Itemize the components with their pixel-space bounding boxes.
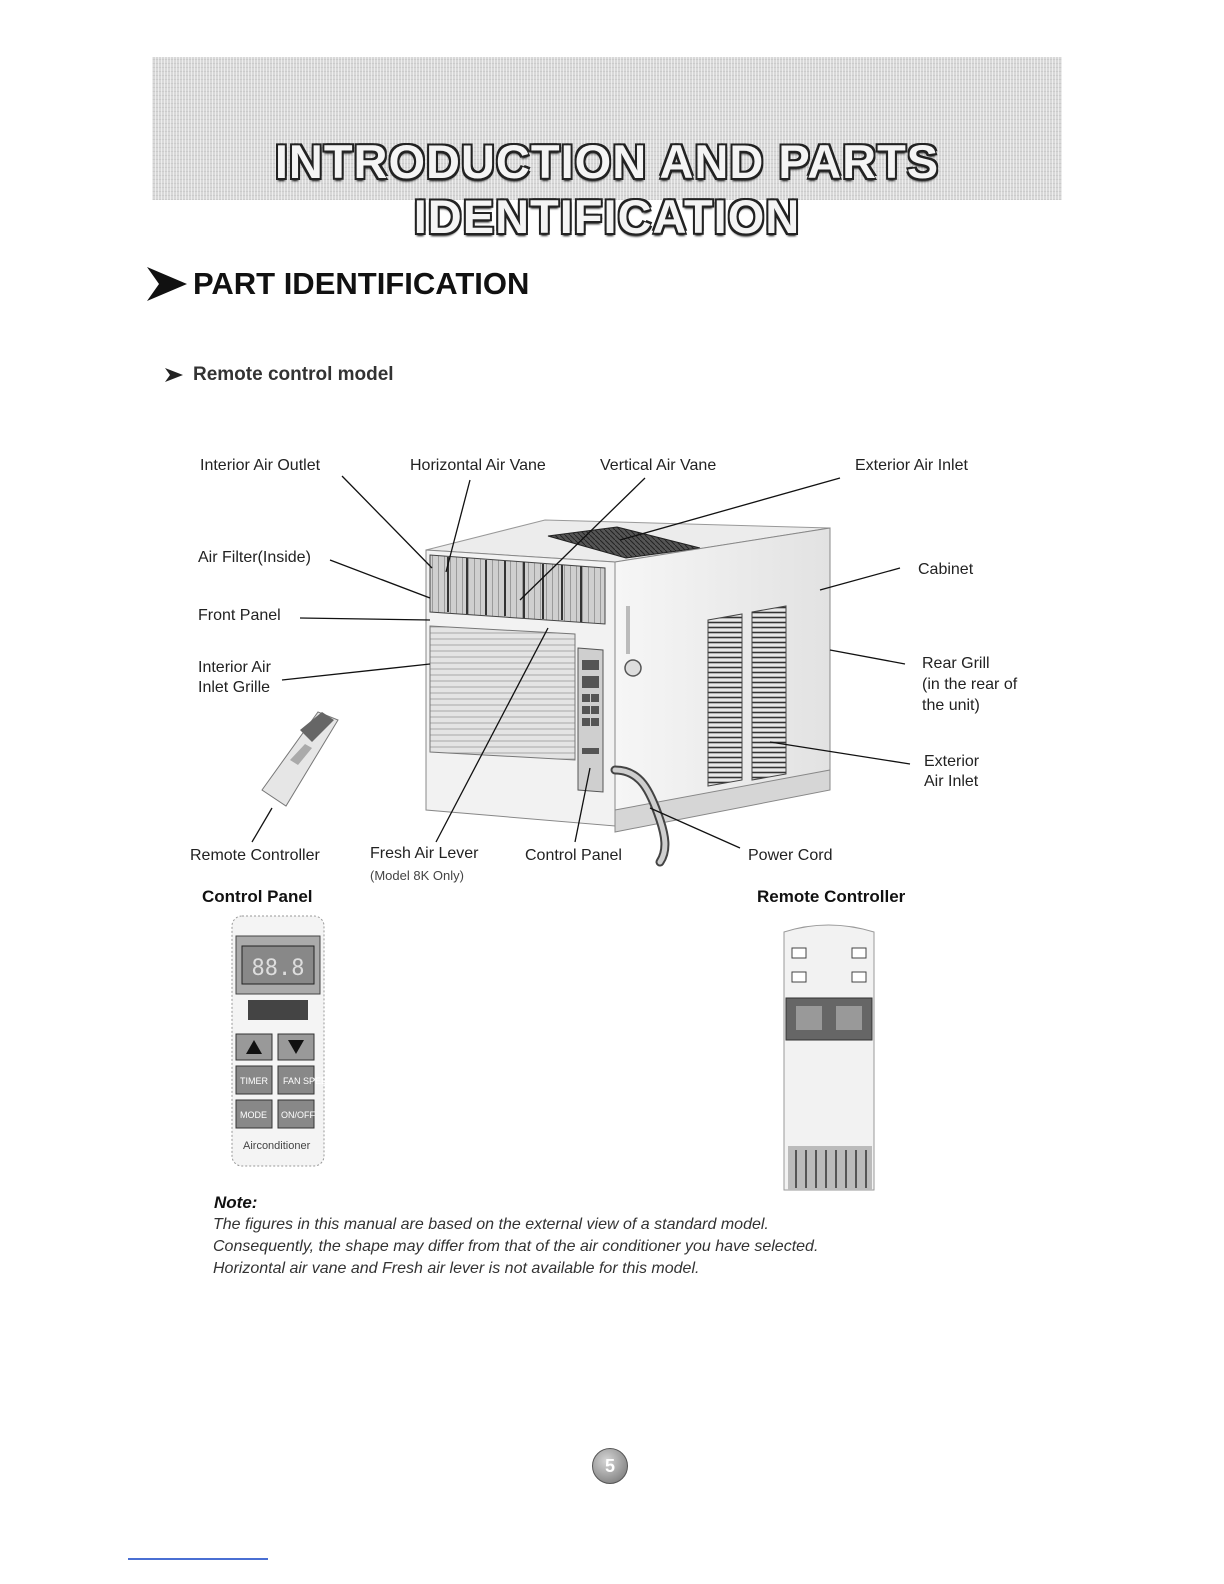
panel-button-onoff: ON/OFF	[281, 1110, 315, 1120]
label-fresh-air-lever-note: (Model 8K Only)	[370, 868, 464, 883]
label-exterior-air-inlet-1: Exterior	[924, 753, 980, 770]
section-heading-text: PART IDENTIFICATION	[193, 266, 530, 301]
control-panel-figure: 88.8	[231, 915, 325, 1167]
label-cabinet: Cabinet	[918, 561, 974, 578]
air-conditioner-unit	[425, 519, 831, 867]
label-rear-grill-1: Rear Grill	[922, 655, 990, 672]
label-front-panel: Front Panel	[198, 607, 281, 624]
note-line-1: The figures in this manual are based on …	[213, 1216, 769, 1233]
remote-controller-illustration	[261, 711, 339, 807]
label-control-panel: Control Panel	[525, 847, 622, 864]
svg-text:88.8: 88.8	[252, 956, 305, 981]
label-fresh-air-lever: Fresh Air Lever	[370, 845, 479, 862]
label-power-cord: Power Cord	[748, 847, 833, 864]
label-interior-air-inlet-grille-2: Inlet Grille	[198, 679, 271, 696]
label-vertical-air-vane: Vertical Air Vane	[600, 457, 717, 474]
label-air-filter: Air Filter(Inside)	[198, 549, 311, 566]
note-line-2: Consequently, the shape may differ from …	[213, 1238, 819, 1255]
panel-brand: Airconditioner	[243, 1140, 311, 1152]
remote-controller-caption: Remote Controller	[757, 887, 906, 906]
label-interior-air-inlet-grille-1: Interior Air	[198, 659, 271, 676]
leader-lines	[251, 475, 911, 849]
label-remote-controller: Remote Controller	[190, 847, 320, 864]
label-exterior-air-inlet-top: Exterior Air Inlet	[855, 457, 968, 474]
page-number: 5	[592, 1448, 628, 1484]
label-exterior-air-inlet-2: Air Inlet	[924, 773, 979, 790]
label-rear-grill-2: (in the rear of	[922, 676, 1018, 693]
note-title: Note:	[214, 1193, 258, 1212]
label-horizontal-air-vane: Horizontal Air Vane	[410, 457, 546, 474]
note-line-3: Horizontal air vane and Fresh air lever …	[213, 1260, 700, 1277]
subheading-text: Remote control model	[193, 364, 394, 385]
panel-button-mode: MODE	[240, 1110, 267, 1120]
panel-button-fan-speed: FAN SPEED	[283, 1076, 334, 1086]
footer-rule	[128, 1558, 268, 1560]
arrow-right-icon	[147, 267, 187, 301]
page-title: INTRODUCTION AND PARTS IDENTIFICATION	[274, 135, 940, 243]
title-banner: INTRODUCTION AND PARTS IDENTIFICATION	[152, 57, 1062, 243]
panel-button-timer: TIMER	[240, 1076, 268, 1086]
subheading: Remote control model	[165, 364, 394, 386]
arrow-bullet-icon	[165, 368, 183, 382]
control-panel-caption: Control Panel	[202, 887, 313, 906]
label-interior-air-outlet: Interior Air Outlet	[200, 457, 321, 474]
section-heading: PART IDENTIFICATION	[147, 266, 529, 302]
remote-controller-figure	[783, 924, 875, 1191]
label-rear-grill-3: the unit)	[922, 697, 980, 714]
